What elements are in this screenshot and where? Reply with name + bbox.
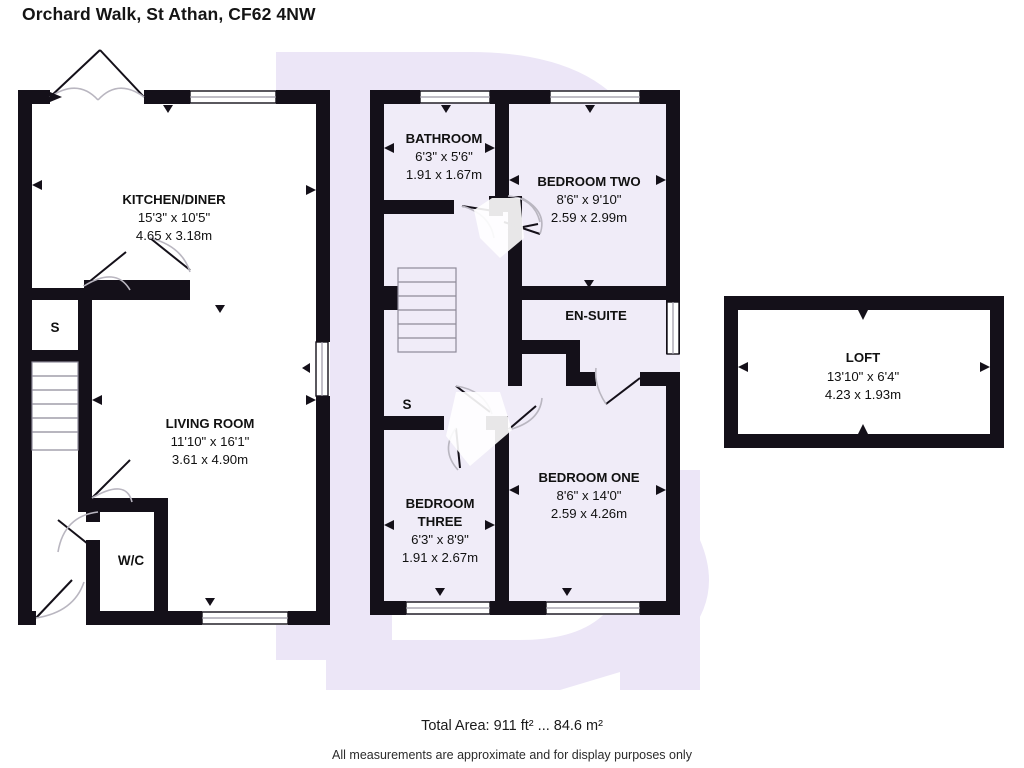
bathroom-dim-metric: 1.91 x 1.67m — [406, 167, 482, 182]
window-marker-bedroom-three-bottom — [435, 588, 445, 596]
loft-dimension-arrows — [738, 310, 990, 434]
kitchen-diner-dim-metric: 4.65 x 3.18m — [136, 228, 212, 243]
arrow-bedroom-three-right — [485, 520, 495, 530]
window-marker-bedroom-one-bottom — [562, 588, 572, 596]
arrow-living-left — [92, 395, 102, 405]
kitchen-diner-name: KITCHEN/DINER — [122, 192, 226, 207]
arrow-bedroom-three-left — [384, 520, 394, 530]
bathroom-label-group: BATHROOM 6'3" x 5'6" 1.91 x 1.67m — [406, 131, 483, 182]
arrow-bathroom-right — [485, 143, 495, 153]
arrow-kitchen-bottom — [215, 305, 225, 313]
store-first-label: S — [402, 397, 411, 412]
first-floor-dimension-arrows — [384, 143, 666, 530]
bathroom-name: BATHROOM — [406, 131, 483, 146]
bedroom-three-dim-metric: 1.91 x 2.67m — [402, 550, 478, 565]
living-room-name: LIVING ROOM — [166, 416, 255, 431]
living-room-dim-imperial: 11'10" x 16'1" — [171, 434, 250, 449]
arrow-bedroom-one-right — [656, 485, 666, 495]
bedroom-two-dim-imperial: 8'6" x 9'10" — [557, 192, 622, 207]
loft-name: LOFT — [846, 350, 880, 365]
bedroom-one-dim-metric: 2.59 x 4.26m — [551, 506, 627, 521]
window-marker-living-bottom — [205, 598, 215, 606]
bedroom-two-name: BEDROOM TWO — [537, 174, 640, 189]
loft-fill — [738, 310, 990, 434]
bedroom-two-label-group: BEDROOM TWO 8'6" x 9'10" 2.59 x 2.99m — [537, 174, 640, 225]
first-floor-plan: BATHROOM 6'3" x 5'6" 1.91 x 1.67m BEDROO… — [370, 90, 680, 615]
arrow-loft-bottom — [858, 424, 868, 434]
living-room-dim-metric: 3.61 x 4.90m — [172, 452, 248, 467]
kitchen-diner-label-group: KITCHEN/DINER 15'3" x 10'5" 4.65 x 3.18m — [122, 192, 226, 243]
arrow-bathroom-left — [384, 143, 394, 153]
bedroom-one-name: BEDROOM ONE — [538, 470, 639, 485]
bedroom-two-dim-metric: 2.59 x 2.99m — [551, 210, 627, 225]
ground-floor-windows — [163, 90, 329, 625]
window-marker-bedroom-two-top — [585, 105, 595, 113]
arrow-living-right — [306, 395, 316, 405]
arrow-bedroom-one-left — [509, 485, 519, 495]
loft-plan: LOFT 13'10" x 6'4" 4.23 x 1.93m — [724, 296, 1004, 448]
kitchen-diner-dim-imperial: 15'3" x 10'5" — [138, 210, 211, 225]
store-ground-label: S — [50, 320, 59, 335]
arrow-bedroom-two-right — [656, 175, 666, 185]
ground-floor-dimension-arrows — [32, 180, 316, 405]
bedroom-three-name-line2: THREE — [418, 514, 463, 529]
page-title: Orchard Walk, St Athan, CF62 4NW — [22, 4, 316, 24]
staircase-first — [397, 267, 457, 353]
total-area-text: Total Area: 911 ft² ... 84.6 m² — [421, 718, 603, 734]
loft-dim-metric: 4.23 x 1.93m — [825, 387, 901, 402]
loft-label-group: LOFT 13'10" x 6'4" 4.23 x 1.93m — [825, 350, 901, 402]
bedroom-one-label-group: BEDROOM ONE 8'6" x 14'0" 2.59 x 4.26m — [538, 470, 639, 521]
window-marker-kitchen-top — [163, 105, 173, 113]
arrow-loft-right — [980, 362, 990, 372]
arrow-bedroom-two-left — [509, 175, 519, 185]
living-room-label-group: LIVING ROOM 11'10" x 16'1" 3.61 x 4.90m — [166, 416, 255, 467]
loft-dim-imperial: 13'10" x 6'4" — [827, 369, 900, 384]
first-floor-walls — [370, 90, 680, 615]
window-marker-bathroom-top — [441, 105, 451, 113]
arrow-bedroom-two-bottom — [584, 280, 594, 288]
bedroom-one-dim-imperial: 8'6" x 14'0" — [557, 488, 622, 503]
wc-label: W/C — [118, 553, 144, 568]
ground-floor-doors — [35, 237, 191, 619]
window-marker-living-right — [302, 363, 310, 373]
bedroom-three-name-line1: BEDROOM — [406, 496, 475, 511]
staircase-ground — [31, 361, 79, 451]
bedroom-three-label-group: BEDROOM THREE 6'3" x 8'9" 1.91 x 2.67m — [402, 496, 478, 565]
arrow-bathroom-bottom — [437, 200, 447, 208]
arrow-kitchen-right — [306, 185, 316, 195]
ground-floor-plan: KITCHEN/DINER 15'3" x 10'5" 4.65 x 3.18m… — [18, 49, 330, 625]
arrow-en-suite — [560, 340, 570, 348]
arrow-kitchen-left — [32, 180, 42, 190]
landing-area — [446, 198, 524, 466]
bedroom-three-dim-imperial: 6'3" x 8'9" — [411, 532, 469, 547]
ground-floor-walls — [18, 90, 330, 625]
bathroom-dim-imperial: 6'3" x 5'6" — [415, 149, 473, 164]
en-suite-name: EN-SUITE — [565, 308, 627, 323]
french-doors-kitchen — [49, 49, 145, 102]
first-floor-windows — [405, 90, 680, 615]
disclaimer-text: All measurements are approximate and for… — [332, 748, 692, 762]
arrow-loft-left — [738, 362, 748, 372]
arrow-loft-top — [858, 310, 868, 320]
